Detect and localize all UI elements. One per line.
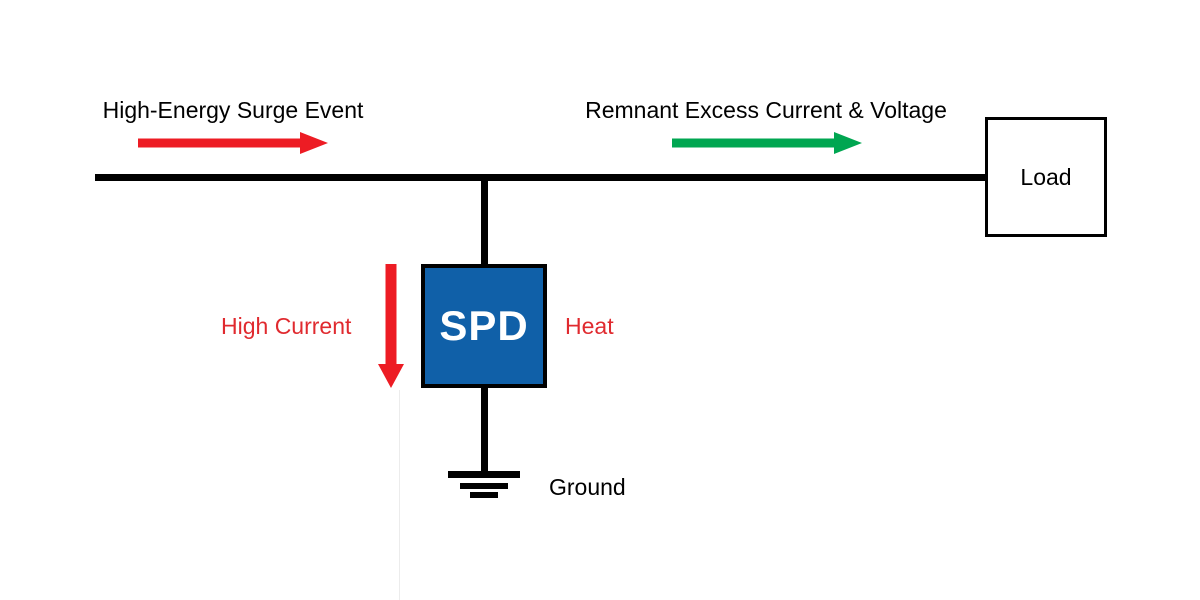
remnant-right-arrow-icon <box>672 132 862 154</box>
high-current-down-arrow-shape <box>378 264 404 388</box>
spd-label: SPD <box>439 302 529 349</box>
main-conductor-line <box>95 174 985 181</box>
high-current-down-arrow-icon <box>378 264 404 388</box>
faint-divider-line <box>399 390 400 600</box>
spd-box: SPD <box>421 264 547 388</box>
high-current-label: High Current <box>221 313 352 339</box>
surge-right-arrow-icon <box>138 132 328 154</box>
remnant-current-voltage-label: Remnant Excess Current & Voltage <box>585 97 947 123</box>
heat-label: Heat <box>565 313 614 339</box>
ground-label: Ground <box>549 474 626 500</box>
load-box: Load <box>985 117 1107 237</box>
surge-right-arrow-shape <box>138 132 328 154</box>
ground-symbol-bar-top <box>448 471 520 478</box>
remnant-right-arrow-shape <box>672 132 862 154</box>
ground-symbol-bar-middle <box>460 483 508 489</box>
spd-branch-wire-top <box>481 177 488 269</box>
load-label: Load <box>1020 163 1072 190</box>
surge-event-label: High-Energy Surge Event <box>102 97 364 123</box>
spd-ground-wire <box>481 386 488 476</box>
ground-symbol-bar-bottom <box>470 492 498 498</box>
